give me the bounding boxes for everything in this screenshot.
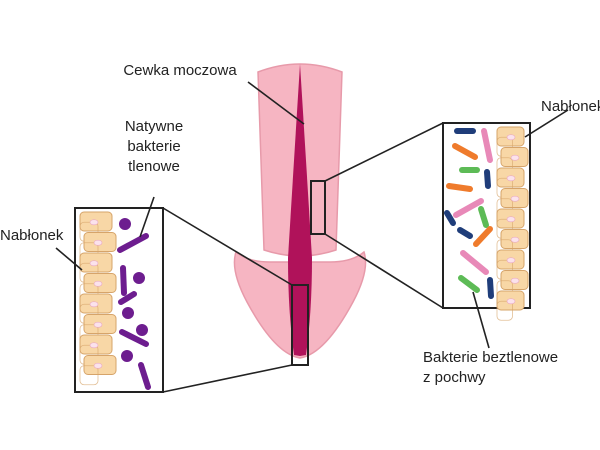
inset-left <box>74 207 164 393</box>
anaerobic-rod <box>481 128 493 163</box>
aerobic-coccus <box>122 307 134 319</box>
anaerobic-rod <box>453 198 484 218</box>
label-urethra: Cewka moczowa <box>123 62 237 79</box>
cell-nucleus <box>506 216 516 223</box>
cell-nucleus <box>93 239 103 246</box>
cell-nucleus <box>93 280 103 287</box>
inset-right-epithelium <box>496 126 529 321</box>
leader-epithelium-left <box>55 247 83 271</box>
cell-nucleus <box>510 154 520 161</box>
cell-nucleus <box>93 321 103 328</box>
cell-nucleus <box>510 277 520 284</box>
epithelial-cell-edge <box>496 300 513 321</box>
anaerobic-rod <box>444 210 456 226</box>
anaerobic-rod <box>446 183 473 192</box>
anaerobic-rod <box>460 250 489 275</box>
inset-right <box>442 122 531 321</box>
anaerobic-rod <box>452 143 478 160</box>
inset-left-bacteria <box>117 218 151 390</box>
anaerobic-rod <box>484 169 491 189</box>
label-aerobes-line3: tlenowe <box>128 158 180 175</box>
label-epithelium-left: Nabłonek <box>0 227 64 244</box>
anaerobic-rod <box>458 275 480 293</box>
cell-nucleus <box>93 362 103 369</box>
penis-outline <box>233 63 367 359</box>
zoom-box-right-source <box>310 180 326 235</box>
cell-nucleus <box>510 195 520 202</box>
label-anaerobes-line2: z pochwy <box>423 369 486 386</box>
leader-urethra <box>247 81 305 125</box>
urethra-channel <box>288 64 312 356</box>
epithelial-cell-edge <box>79 365 99 386</box>
cell-nucleus <box>89 260 99 267</box>
leader-anaerobes <box>472 291 490 349</box>
cell-nucleus <box>506 134 516 141</box>
anaerobic-rod <box>487 277 494 299</box>
leader-lines <box>55 81 569 349</box>
label-aerobes-line1: Natywne <box>125 118 183 135</box>
leader-epithelium-right <box>524 109 569 138</box>
zoom-connectors <box>162 122 444 393</box>
cell-nucleus <box>506 257 516 264</box>
aerobic-rod <box>117 233 149 253</box>
aerobic-coccus <box>121 350 133 362</box>
cell-nucleus <box>510 236 520 243</box>
label-epithelium-right: Nabłonek <box>541 98 600 115</box>
anaerobic-rod <box>473 226 493 247</box>
inset-left-epithelium <box>79 211 117 386</box>
zoom-box-left-source <box>291 284 309 366</box>
cell-nucleus <box>89 342 99 349</box>
cell-nucleus <box>89 219 99 226</box>
cell-nucleus <box>506 175 516 182</box>
label-aerobes-line2: bakterie <box>127 138 180 155</box>
aerobic-coccus <box>119 218 131 230</box>
aerobic-coccus <box>133 272 145 284</box>
anaerobic-rod <box>478 206 489 228</box>
aerobic-coccus <box>136 324 148 336</box>
aerobic-rod <box>138 362 151 390</box>
label-anaerobes-line1: Bakterie beztlenowe <box>423 349 558 366</box>
aerobic-rod <box>119 329 149 347</box>
leader-aerobes <box>139 196 155 238</box>
aerobic-rod <box>120 265 127 296</box>
inset-right-bacteria <box>444 128 494 299</box>
cell-nucleus <box>506 298 516 305</box>
cell-nucleus <box>89 301 99 308</box>
anaerobic-rod <box>457 227 473 239</box>
aerobic-rod <box>118 291 137 305</box>
